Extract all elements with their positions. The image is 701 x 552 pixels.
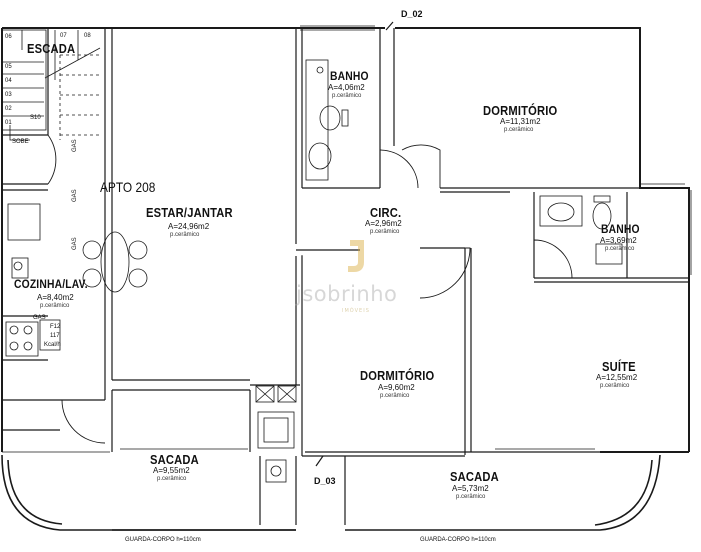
stair-sobe-label: SOBE xyxy=(12,139,29,145)
room-name-sacada2: SACADA xyxy=(450,469,499,484)
room-area-sacada2: A=5,73m2 xyxy=(452,484,489,493)
room-name-circ: CIRC. xyxy=(370,205,402,220)
room-area-banho2: A=3,69m2 xyxy=(600,236,637,245)
room-name-dormitorio1: DORMITÓRIO xyxy=(483,103,558,118)
room-finish-banho1: p.cerâmico xyxy=(332,93,362,99)
room-area-sacada1: A=9,55m2 xyxy=(153,466,190,475)
room-name-suite: SUÍTE xyxy=(602,359,636,374)
room-area-dormitorio2: A=9,60m2 xyxy=(378,383,415,392)
room-finish-sacada1: p.cerâmico xyxy=(157,476,187,482)
section-mark-bottom: D_03 xyxy=(314,476,336,486)
brand-logo-icon xyxy=(348,240,364,272)
gas-label-1: GAS xyxy=(72,139,78,152)
stair-s10-label: S10 xyxy=(30,115,41,121)
gas-label-3: GAS xyxy=(72,237,78,250)
room-finish-dormitorio1: p.cerâmico xyxy=(504,127,534,133)
room-name-banho2: BANHO xyxy=(601,222,640,236)
room-area-suite: A=12,55m2 xyxy=(596,373,638,382)
gas-label-4: GAS xyxy=(33,315,46,321)
room-finish-cozinha: p.cerâmico xyxy=(40,303,70,309)
watermark-brand: jsobrinho xyxy=(296,282,398,306)
room-finish-estar: p.cerâmico xyxy=(170,232,200,238)
room-finish-banho2: p.cerâmico xyxy=(605,246,635,252)
railing-note-left: GUARDA-CORPO h=110cm xyxy=(125,537,201,543)
room-area-circ: A=2,96m2 xyxy=(365,219,402,228)
fixtures xyxy=(5,21,623,483)
stair-step-07: 07 xyxy=(60,33,67,39)
room-area-estar: A=24,96m2 xyxy=(168,222,210,231)
section-mark-top: D_02 xyxy=(401,9,423,19)
stair-step-04: 04 xyxy=(5,78,12,84)
heater-line1: F12 xyxy=(50,324,61,330)
room-finish-suite: p.cerâmico xyxy=(600,383,630,389)
logo-mark-shape xyxy=(348,240,364,272)
heater-line3: Kcal/h xyxy=(44,342,61,348)
stair-step-08: 08 xyxy=(84,33,91,39)
door-swings xyxy=(47,134,573,444)
room-area-cozinha: A=8,40m2 xyxy=(37,293,74,302)
room-area-banho1: A=4,06m2 xyxy=(328,83,365,92)
railing-note-right: GUARDA-CORPO h=110cm xyxy=(420,537,496,543)
apartment-label: APTO 208 xyxy=(100,179,156,195)
stair-step-03: 03 xyxy=(5,92,12,98)
room-name-dormitorio2: DORMITÓRIO xyxy=(360,368,435,383)
room-name-banho1: BANHO xyxy=(330,69,369,83)
stair-step-05: 05 xyxy=(5,64,12,70)
interior-walls xyxy=(2,28,689,525)
room-finish-dormitorio2: p.cerâmico xyxy=(380,393,410,399)
windows xyxy=(2,25,692,453)
room-area-dormitorio1: A=11,31m2 xyxy=(500,117,541,126)
room-name-sacada1: SACADA xyxy=(150,452,199,467)
stair-step-02: 02 xyxy=(5,106,12,112)
room-name-cozinha: COZINHA/LAV. xyxy=(14,277,88,291)
heater-line2: 117 xyxy=(50,333,60,339)
stairs-drawing xyxy=(1,29,101,141)
watermark-sub: IMÓVEIS xyxy=(342,308,370,314)
room-finish-circ: p.cerâmico xyxy=(370,229,400,235)
stair-step-06: 06 xyxy=(5,34,12,40)
stair-step-01: 01 xyxy=(5,120,12,126)
room-finish-sacada2: p.cerâmico xyxy=(456,494,486,500)
room-name-estar: ESTAR/JANTAR xyxy=(146,205,233,220)
balcony-railings xyxy=(1,454,661,531)
gas-label-2: GAS xyxy=(72,189,78,202)
room-name-escada: ESCADA xyxy=(27,41,76,56)
